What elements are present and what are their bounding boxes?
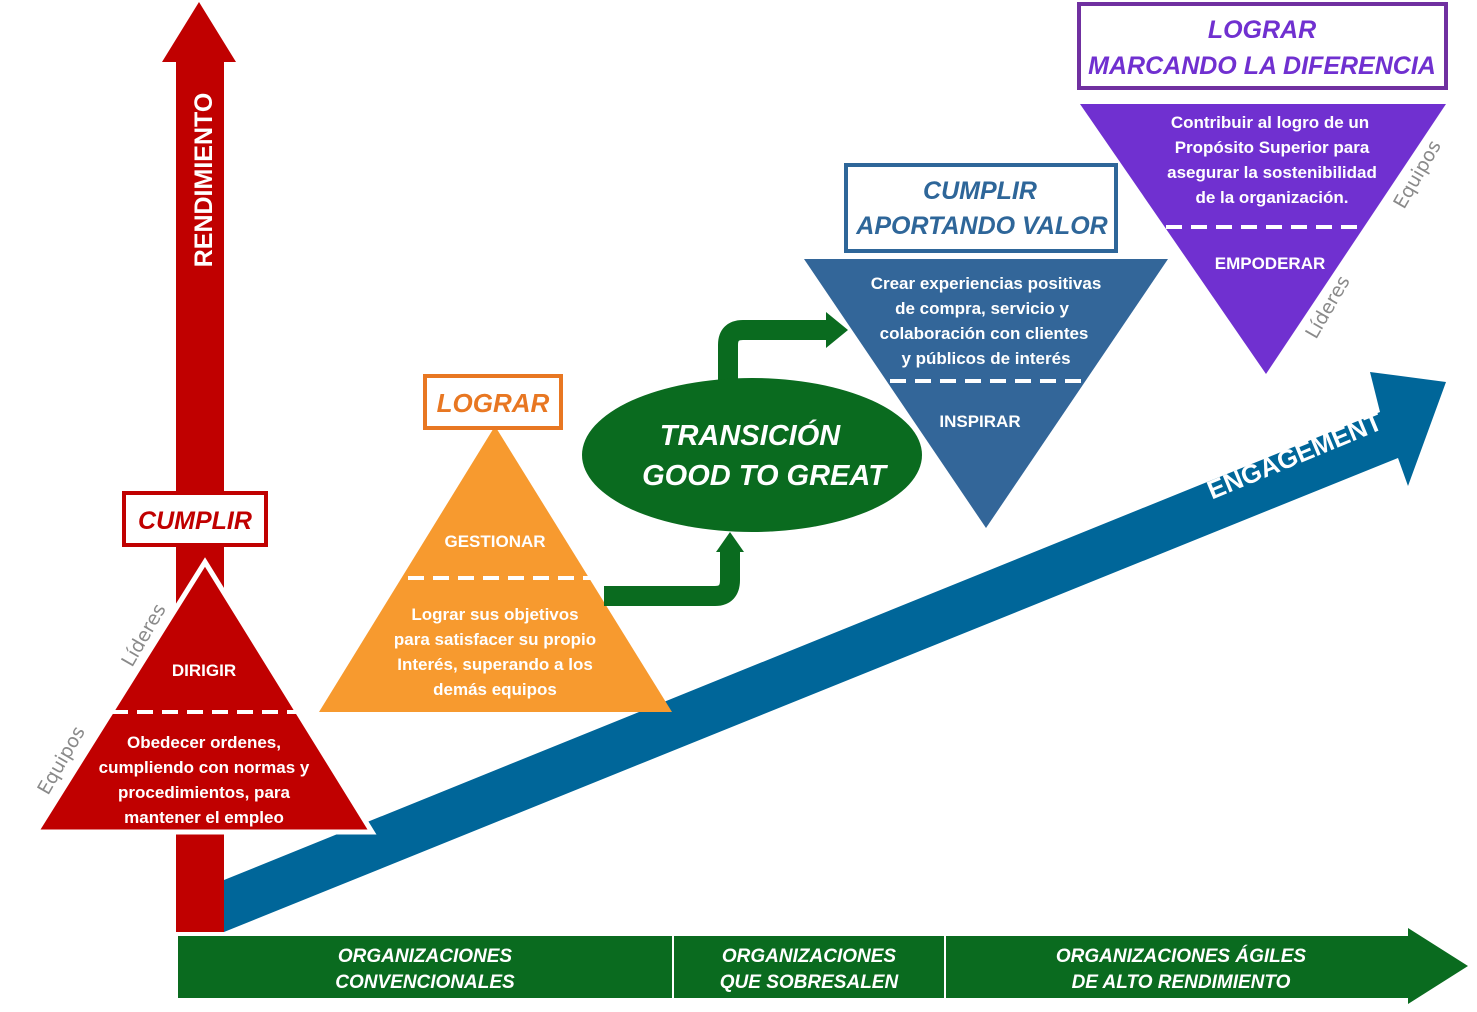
lograr-title-box <box>423 374 563 430</box>
lograr-desc-line4: demás equipos <box>433 680 557 699</box>
aportando-title-box <box>844 163 1118 253</box>
diferencia-desc-line2: Propósito Superior para <box>1175 138 1370 157</box>
diferencia-title-box <box>1077 2 1448 90</box>
cumplir-desc-line1: Obedecer ordenes, <box>127 733 281 752</box>
band-segment-1-line1: ORGANIZACIONES <box>338 946 513 967</box>
diferencia-desc-line1: Contribuir al logro de un <box>1171 113 1369 132</box>
stage-diferencia: LOGRAR MARCANDO LA DIFERENCIA Contribuir… <box>1077 2 1448 374</box>
lograr-desc-line2: para satisfacer su propio <box>394 630 596 649</box>
aportando-desc-line3: colaboración con clientes <box>880 324 1089 343</box>
aportando-desc-line2: de compra, servicio y <box>895 299 1069 318</box>
aportando-title-line1: CUMPLIR <box>923 177 1037 205</box>
aportando-desc-line1: Crear experiencias positivas <box>871 274 1102 293</box>
stage-cumplir: CUMPLIR DIRIGIR Obedecer ordenes, cumpli… <box>31 491 377 835</box>
lograr-desc-line1: Lograr sus objetivos <box>411 605 578 624</box>
aportando-bottom-label: INSPIRAR <box>939 412 1020 431</box>
cumplir-triangle <box>31 557 377 835</box>
lograr-triangle <box>319 426 672 712</box>
band-segment-3-line2: DE ALTO RENDIMIENTO <box>1072 972 1291 993</box>
cumplir-top-label: DIRIGIR <box>172 661 236 680</box>
diferencia-desc-line4: de la organización. <box>1195 188 1348 207</box>
diferencia-bottom-label: EMPODERAR <box>1215 254 1326 273</box>
aportando-triangle <box>804 259 1168 528</box>
organization-types-band: ORGANIZACIONES CONVENCIONALES ORGANIZACI… <box>178 928 1468 1004</box>
diferencia-triangle <box>1080 104 1446 374</box>
lograr-desc-line3: Interés, superando a los <box>397 655 593 674</box>
transition-line1: TRANSICIÓN <box>660 418 842 452</box>
aportando-title-line2: APORTANDO VALOR <box>855 212 1107 240</box>
cumplir-title-box <box>122 491 268 547</box>
cumplir-desc-line3: procedimientos, para <box>118 783 290 802</box>
transition-line2: GOOD TO GREAT <box>642 460 888 492</box>
cumplir-desc-line2: cumpliendo con normas y <box>99 758 310 777</box>
rendimiento-label: RENDIMIENTO <box>190 93 218 268</box>
diferencia-title-line2: MARCANDO LA DIFERENCIA <box>1088 52 1436 80</box>
cumplir-desc-line4: mantener el empleo <box>124 808 284 827</box>
diferencia-desc-line3: asegurar la sostenibilidad <box>1167 163 1377 182</box>
transition-ellipse: TRANSICIÓN GOOD TO GREAT <box>582 378 922 532</box>
lograr-top-label: GESTIONAR <box>444 532 545 551</box>
cumplir-title: CUMPLIR <box>138 507 252 535</box>
band-segment-2-line2: QUE SOBRESALEN <box>720 972 900 993</box>
stage-lograr: LOGRAR GESTIONAR Lograr sus objetivos pa… <box>319 374 672 712</box>
lograr-title: LOGRAR <box>437 388 550 418</box>
aportando-desc-line4: y públicos de interés <box>901 349 1070 368</box>
transition-connectors <box>604 312 848 606</box>
diferencia-title-line1: LOGRAR <box>1208 16 1316 44</box>
stage-aportando: CUMPLIR APORTANDO VALOR Crear experienci… <box>804 163 1168 528</box>
band-segment-2-line1: ORGANIZACIONES <box>722 946 897 967</box>
band-segment-3-line1: ORGANIZACIONES ÁGILES <box>1056 945 1307 967</box>
band-segment-1-line2: CONVENCIONALES <box>335 972 515 993</box>
